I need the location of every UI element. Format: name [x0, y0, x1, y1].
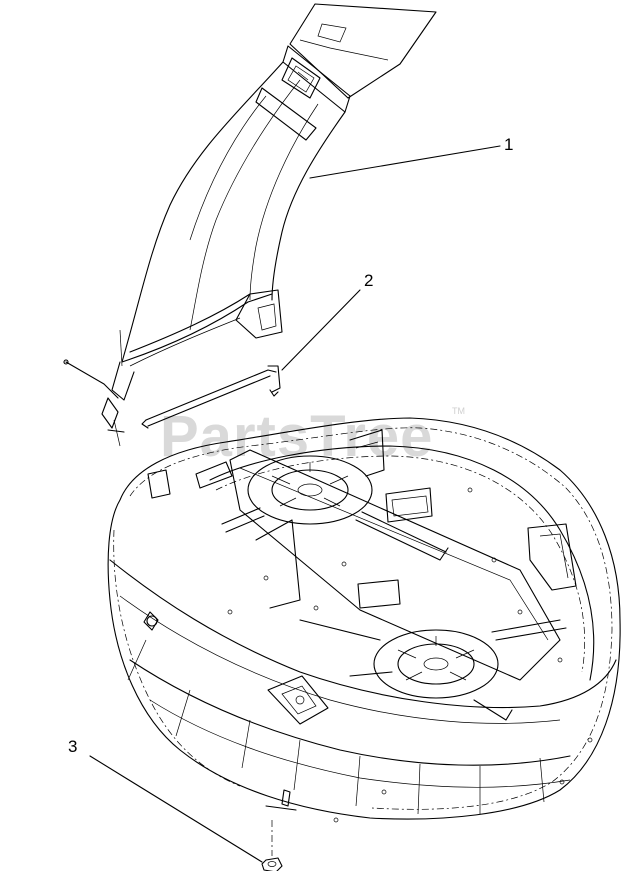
leader-line-2: [281, 289, 361, 371]
callout-1: 1: [504, 135, 513, 154]
watermark-trademark: TM: [452, 406, 465, 416]
hex-nut: [261, 820, 283, 871]
leader-line-3: [89, 755, 263, 863]
callout-3: 3: [68, 737, 77, 756]
pivot-rod: [141, 365, 281, 429]
watermark-text: PartsTree: [160, 404, 433, 469]
leader-line-1: [309, 145, 501, 179]
discharge-chute: [63, 3, 437, 447]
mower-deck: [107, 417, 621, 823]
callout-2: 2: [364, 271, 373, 290]
